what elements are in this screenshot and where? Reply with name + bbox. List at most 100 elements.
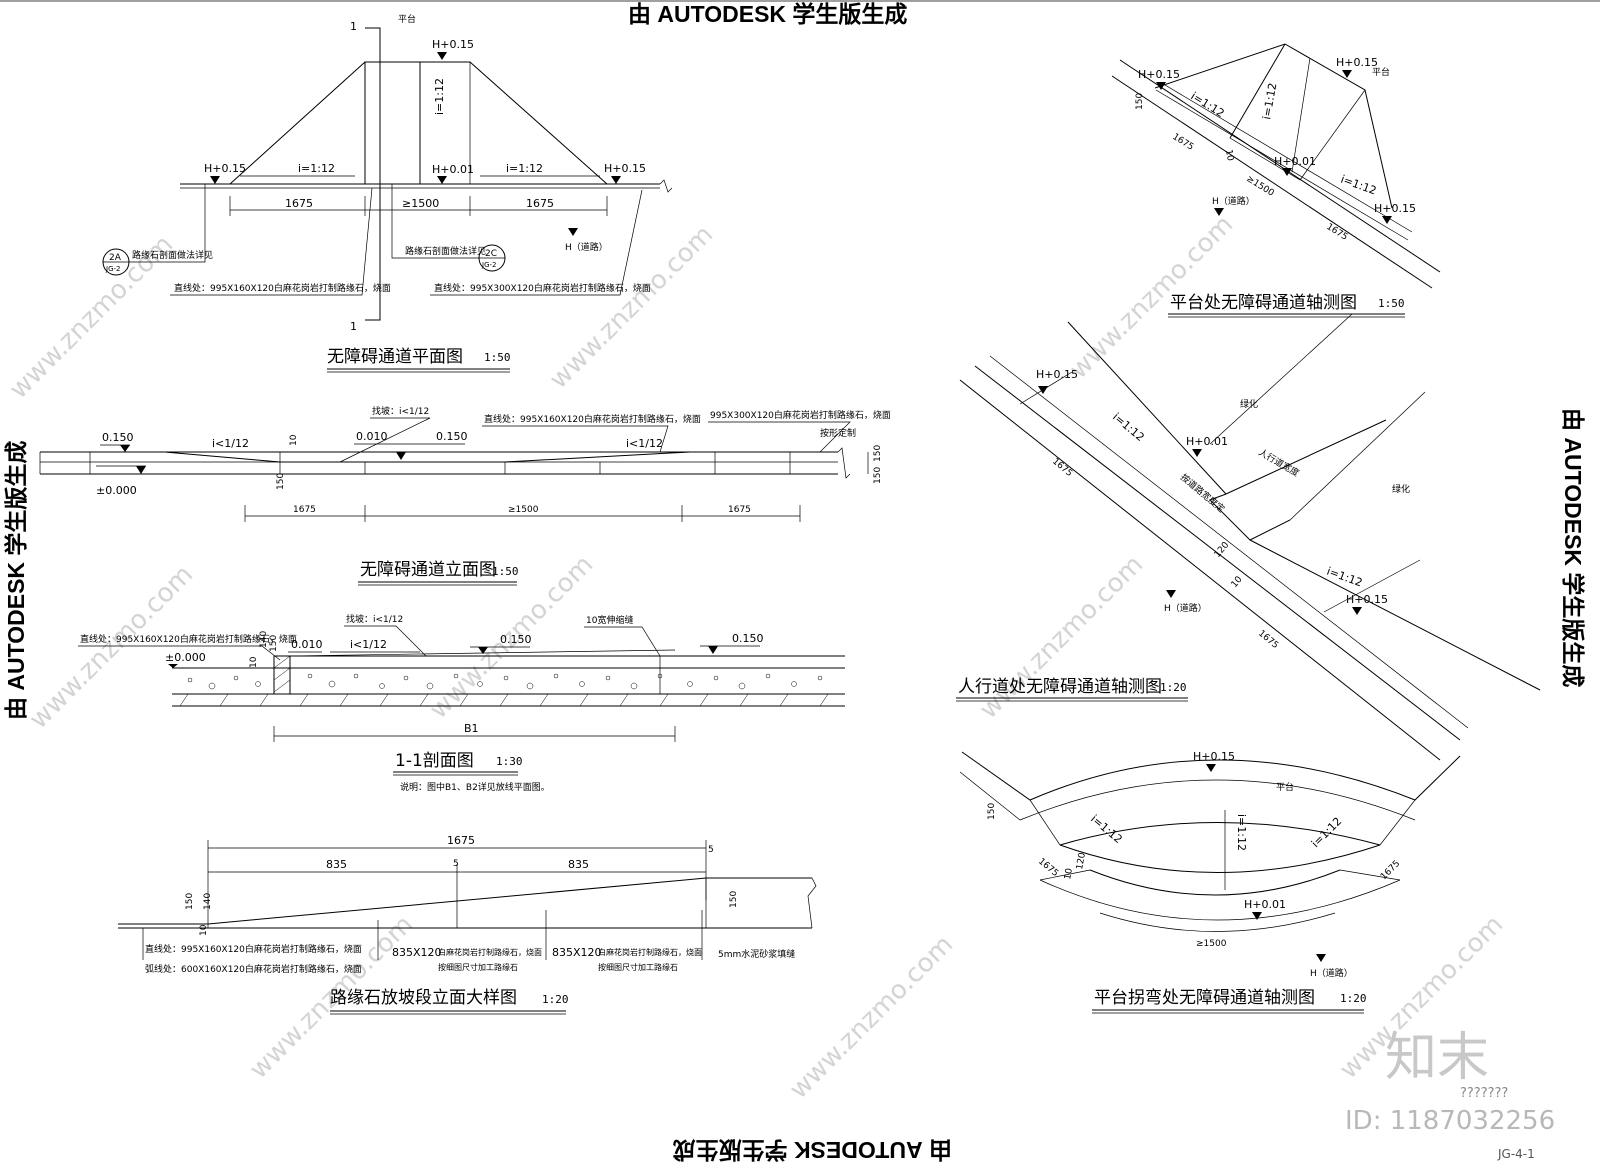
axo3-scale: 1:20 xyxy=(1340,992,1367,1005)
axo1-d150: 150 xyxy=(1135,93,1145,110)
section-concrete-fill xyxy=(187,673,823,690)
curb-note-3b: 白麻花岗岩打制路缘石，烧面 xyxy=(598,947,702,957)
elev-curb-note-1: 直线处：995X160X120白麻花岗岩打制路缘石，烧面 xyxy=(484,413,701,425)
section-v0150-right: 0.150 xyxy=(732,632,764,645)
axo2-scale: 1:20 xyxy=(1160,681,1187,694)
axo3-s1: i=1:12 xyxy=(1235,814,1248,851)
autodesk-stamp-right: 由 AUTODESK 学生版生成 xyxy=(1560,408,1586,687)
axo3-s3: i=1:12 xyxy=(1309,815,1344,850)
plan-curb-note-c: 直线处：995X300X120白麻花岗岩打制路缘石，烧面 xyxy=(434,282,651,294)
elev-v0150-right: 0.150 xyxy=(436,430,468,443)
elev-d10: 10 xyxy=(289,434,299,446)
site-id: ID: 1187032256 xyxy=(1345,1106,1555,1136)
section-b1: B1 xyxy=(464,722,479,735)
curb-dim-835a: 835 xyxy=(326,858,347,871)
elevation-title: 无障碍通道立面图 xyxy=(360,560,496,580)
axo3-d1500: ≥1500 xyxy=(1196,939,1227,949)
axo1-h001: H+0.01 xyxy=(1274,155,1316,168)
elevation-scale: 1:50 xyxy=(492,565,519,578)
elev-v0000: ±0.000 xyxy=(96,484,137,497)
curb-note-3a: 835X120 xyxy=(552,946,602,959)
elev-d150-right: 150 xyxy=(873,445,883,462)
plan-h015-right: H+0.15 xyxy=(604,162,646,175)
elev-dim-1675-left: 1675 xyxy=(293,505,316,515)
elev-dim-1500: ≥1500 xyxy=(508,505,539,515)
site-logo: 知末 xyxy=(1385,1028,1489,1088)
plan-dim-1675-left: 1675 xyxy=(285,197,313,210)
plan-drawing: 1 1 平台 H+0.15 H+0.15 H+0.01 H+0.15 i=1:1… xyxy=(102,13,673,373)
curb-detail-scale: 1:20 xyxy=(542,993,569,1006)
axo1-h015c: H+0.15 xyxy=(1374,202,1416,215)
section-note: 说明：图中B1、B2详见放线平面图。 xyxy=(400,781,550,793)
curb-dim-150b: 150 xyxy=(729,891,739,908)
axo3-d120: 120 xyxy=(1075,852,1088,871)
axo2-h015b: H+0.15 xyxy=(1346,593,1388,606)
autodesk-stamp-bottom: 由 AUTODESK 学生版生成 xyxy=(673,1137,952,1163)
plan-section-top: 1 xyxy=(350,20,357,33)
axo1-h015b: H+0.15 xyxy=(1336,56,1378,69)
plan-road-marker: H（道路） xyxy=(565,241,608,253)
plan-slope-right: i=1:12 xyxy=(506,162,543,175)
section-d140: 140 xyxy=(259,631,269,648)
autodesk-watermark-bottom: 由 AUTODESK 学生版生成 xyxy=(673,1137,952,1163)
axo1-d10: 10 xyxy=(1223,149,1235,162)
site-logo-block: 知末 ??????? ID: 1187032256 JG-4-1 xyxy=(1345,1028,1555,1161)
curb-dim-140: 140 xyxy=(203,893,213,910)
elevation-drawing: 0.150 0.010 0.150 i<1/12 i<1/12 找坡：i<1/1… xyxy=(39,405,891,586)
axo2-d120: 120 xyxy=(1213,540,1232,560)
axo2-s1: i=1:12 xyxy=(1110,410,1147,444)
curb-dim-1675: 1675 xyxy=(447,834,475,847)
axo3-platform: 平台 xyxy=(1276,781,1294,793)
section-joint-note: 10宽伸缩缝 xyxy=(586,614,633,626)
plan-ref-2c: 2C xyxy=(485,249,497,259)
curb-dim-835b: 835 xyxy=(568,858,589,871)
elev-slope-left: i<1/12 xyxy=(212,437,249,450)
curb-dim-10: 10 xyxy=(199,924,209,936)
autodesk-watermark-left: 由 AUTODESK 学生版生成 xyxy=(3,441,29,720)
site-mark-6: www.znzmo.com xyxy=(974,550,1149,725)
elev-v0010: 0.010 xyxy=(356,430,388,443)
elev-d150-right-b: 150 xyxy=(873,467,883,484)
axo3-drawing: H+0.15 平台 i=1:12 i=1:12 i=1:12 H+0.01 15… xyxy=(959,750,1461,1014)
section-title: 1-1剖面图 xyxy=(395,751,474,771)
section-v0150-mid: 0.150 xyxy=(500,633,532,646)
axo2-green2: 绿化 xyxy=(1392,483,1410,495)
section-gravel-hatch xyxy=(179,693,829,707)
site-mark-4: www.znzmo.com xyxy=(24,560,199,735)
curb-note-4: 5mm水泥砂浆填缝 xyxy=(718,948,795,960)
axo3-s2: i=1:12 xyxy=(1088,812,1125,846)
curb-note-3c: 按细图尺寸加工路缘石 xyxy=(598,962,678,972)
curb-note-2b: 白麻花岗岩打制路缘石，烧面 xyxy=(438,947,542,957)
axo1-d1675a: 1675 xyxy=(1170,132,1195,153)
axo2-d1675a: 1675 xyxy=(1050,457,1074,479)
plan-h015-top: H+0.15 xyxy=(432,38,474,51)
plan-h001: H+0.01 xyxy=(432,163,474,176)
axo1-road: H（道路） xyxy=(1212,195,1255,207)
curb-note-1b: 弧线处：600X160X120白麻花岗岩打制路缘石，烧面 xyxy=(145,963,362,975)
axo1-d1500: ≥1500 xyxy=(1244,174,1275,199)
elev-slope-right: i<1/12 xyxy=(626,437,663,450)
elev-v0150-left: 0.150 xyxy=(102,431,134,444)
plan-scale: 1:50 xyxy=(484,351,511,364)
axo3-road: H（道路） xyxy=(1310,967,1353,979)
plan-title: 无障碍通道平面图 xyxy=(327,347,463,367)
site-mark-8: www.znzmo.com xyxy=(784,930,959,1105)
curb-dim-150a: 150 xyxy=(185,893,195,910)
axo1-platform: 平台 xyxy=(1372,66,1390,78)
axo3-d10: 10 xyxy=(1063,867,1075,880)
curb-detail-title: 路缘石放坡段立面大样图 xyxy=(330,988,517,1008)
plan-platform-label: 平台 xyxy=(398,13,416,25)
axo2-h001: H+0.01 xyxy=(1186,435,1228,448)
axo1-h015a: H+0.15 xyxy=(1138,68,1180,81)
elev-slope-top: 找坡：i<1/12 xyxy=(372,405,429,417)
plan-ref-2a-sub: JG-2 xyxy=(105,265,120,273)
site-tag: ??????? xyxy=(1460,1086,1508,1101)
axo2-drawing: H+0.15 H+0.01 H+0.15 i=1:12 i=1:12 绿化 绿化… xyxy=(956,313,1541,761)
curb-dim-5a: 5 xyxy=(453,859,459,869)
curb-note-1a: 直线处：995X160X120白麻花岗岩打制路缘石，烧面 xyxy=(145,943,362,955)
plan-ref-2c-sub: JG-2 xyxy=(481,261,496,269)
axo1-s3: i=1:12 xyxy=(1339,173,1378,198)
plan-dim-1675-right: 1675 xyxy=(526,197,554,210)
section-d150: 150 xyxy=(269,635,279,652)
